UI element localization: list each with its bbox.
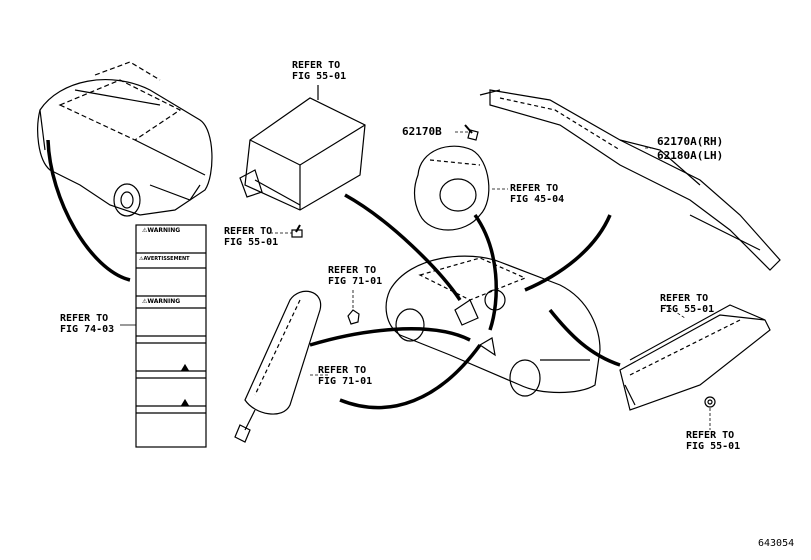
callout-seat-nut: REFER TO FIG 71-01 <box>328 265 382 287</box>
nut-icon-knee <box>704 396 716 408</box>
callout-knee-nut: REFER TO FIG 55-01 <box>686 430 740 452</box>
callout-line2: FIG 45-04 <box>510 194 565 205</box>
callout-line2: FIG 55-01 <box>686 441 741 452</box>
part-number-curtain-rh: 62170A(RH) <box>657 135 724 148</box>
nut-icon <box>347 309 360 325</box>
label-sheet <box>120 224 207 448</box>
warning-label-2: ⚠AVERTISSEMENT <box>139 256 190 262</box>
figure-id: 643054 <box>758 538 795 549</box>
warning-text: WARNING <box>147 227 181 234</box>
part-number-curtain-lh: 62180A(LH) <box>657 149 724 162</box>
callout-label-sheet: REFER TO FIG 74-03 <box>60 313 114 335</box>
callout-line2: FIG 71-01 <box>318 376 373 387</box>
warning-text: AVERTISSEMENT <box>143 256 190 262</box>
callout-line1: REFER TO <box>686 430 735 441</box>
knee-airbag <box>619 304 771 411</box>
callout-line2: FIG 55-01 <box>224 237 279 248</box>
leader-curves <box>46 139 621 410</box>
seat-airbag <box>234 290 322 443</box>
callout-line2: FIG 55-01 <box>292 71 347 82</box>
callout-line1: REFER TO <box>318 365 367 376</box>
vehicle-front-view <box>37 61 213 217</box>
callout-line1: REFER TO <box>224 226 273 237</box>
leader-lines <box>270 85 711 430</box>
warning-text: WARNING <box>147 298 181 305</box>
callout-line2: FIG 71-01 <box>328 276 383 287</box>
callout-line1: REFER TO <box>510 183 559 194</box>
warning-label-1: ⚠WARNING <box>142 227 181 234</box>
callout-knee-airbag: REFER TO FIG 55-01 <box>660 293 714 315</box>
bolt-icon-62170b <box>464 124 479 141</box>
callout-line1: REFER TO <box>328 265 377 276</box>
callout-line2: FIG 74-03 <box>60 324 115 335</box>
callout-steering-pad: REFER TO FIG 45-04 <box>510 183 564 205</box>
warning-label-3: ⚠WARNING <box>142 298 181 305</box>
airbag-module <box>239 85 366 211</box>
callout-line1: REFER TO <box>60 313 109 324</box>
callout-airbag-module: REFER TO FIG 55-01 <box>292 60 346 82</box>
vehicle-side-view <box>385 255 601 397</box>
callout-line1: REFER TO <box>660 293 709 304</box>
callout-line2: FIG 55-01 <box>660 304 715 315</box>
bolt-icon <box>291 224 303 238</box>
steering-pad <box>413 145 490 231</box>
part-number-62170b: 62170B <box>402 125 442 138</box>
callout-airbag-bolt: REFER TO FIG 55-01 <box>224 226 278 248</box>
callout-seat-airbag: REFER TO FIG 71-01 <box>318 365 372 387</box>
callout-line1: REFER TO <box>292 60 341 71</box>
curtain-airbag <box>479 89 781 271</box>
